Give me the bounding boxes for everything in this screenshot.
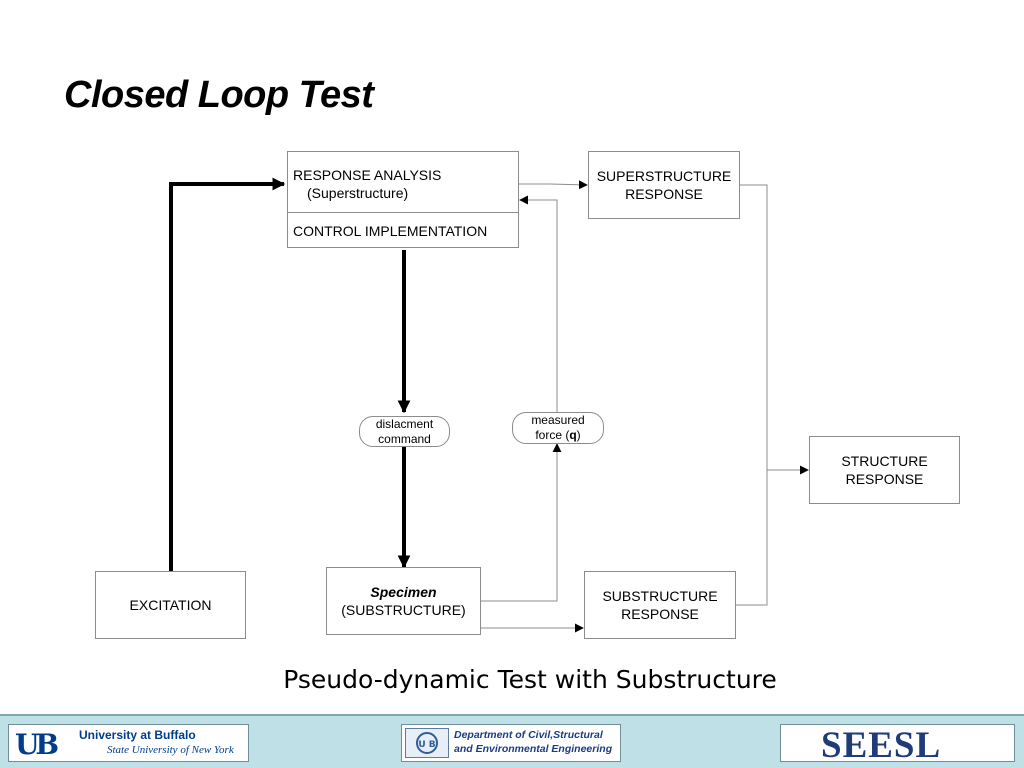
measured-force-suffix: ) [576, 428, 581, 442]
substructure-response-line1: SUBSTRUCTURE [602, 588, 718, 604]
slide-title: Closed Loop Test [64, 74, 374, 116]
seesl-logo: SEESL [780, 724, 1015, 766]
department-line2: and Environmental Engineering [454, 743, 613, 755]
response-analysis-sublabel: (Superstructure) [307, 185, 409, 201]
substructure-response-box: SUBSTRUCTURE RESPONSE [584, 571, 736, 639]
superstructure-response-line2: RESPONSE [625, 186, 703, 202]
diagram-connectors [169, 177, 809, 633]
substructure-response-line2: RESPONSE [621, 606, 699, 622]
structure-response-line2: RESPONSE [845, 471, 924, 487]
superstructure-response-line1: SUPERSTRUCTURE [596, 168, 732, 184]
response-analysis-label: RESPONSE ANALYSIS [293, 167, 442, 183]
control-implementation-box: CONTROL IMPLEMENTATION [287, 212, 519, 248]
structure-response-line1: STRUCTURE [841, 453, 928, 469]
control-implementation-label: CONTROL IMPLEMENTATION [293, 223, 488, 239]
department-logo: U B Department of Civil,Structural and E… [401, 724, 621, 762]
department-name: Department of Civil,Structural and Envir… [454, 728, 629, 756]
analysis-to-superstructure-arrow [519, 180, 588, 190]
seesl-wordmark: SEESL [821, 725, 942, 766]
ub-logo: UB University at Buffalo State Universit… [8, 724, 249, 762]
force-to-analysis-arrow [519, 195, 558, 416]
displacement-command-node: dislacment command [359, 416, 450, 447]
ub-subtitle: State University of New York [107, 744, 234, 756]
displacement-command-line2: command [378, 431, 431, 446]
specimen-to-force-line [481, 443, 562, 602]
measured-force-symbol: q [569, 428, 577, 442]
measured-force-node: measured force (q) [512, 412, 604, 444]
ub-name: University at Buffalo [79, 728, 196, 742]
ub-monogram: UB [15, 728, 59, 761]
excitation-box: EXCITATION [95, 571, 246, 639]
department-line1: Department of Civil,Structural [454, 729, 603, 741]
excitation-label: EXCITATION [129, 597, 212, 613]
excitation-feedback-arrow [169, 177, 286, 572]
displacement-command-line1: dislacment [375, 416, 434, 431]
superstructure-response-box: SUPERSTRUCTURE RESPONSE [588, 151, 740, 219]
measured-force-line2: force (q) [535, 428, 580, 443]
department-emblem-text: U B [418, 740, 435, 750]
measured-force-prefix: force ( [535, 428, 570, 442]
department-emblem-icon: U B [405, 728, 449, 758]
measured-force-line1: measured [531, 413, 585, 427]
specimen-sublabel: (SUBSTRUCTURE) [341, 602, 466, 618]
structure-response-box: STRUCTURE RESPONSE [809, 436, 960, 504]
specimen-label: Specimen [370, 584, 437, 600]
superstructure-combine-line [736, 184, 768, 606]
slide-caption: Pseudo-dynamic Test with Substructure [283, 665, 777, 694]
footer-bar: UB University at Buffalo State Universit… [0, 714, 1024, 768]
response-analysis-box: RESPONSE ANALYSIS (Superstructure) [287, 151, 519, 213]
specimen-box: Specimen (SUBSTRUCTURE) [326, 567, 481, 635]
